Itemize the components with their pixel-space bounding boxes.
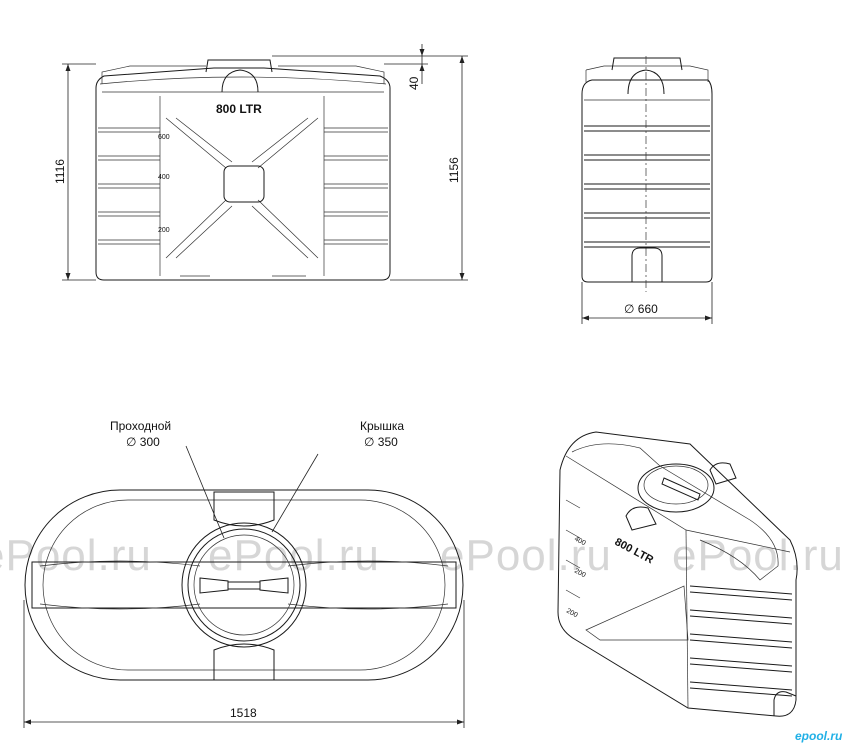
front-shoulder-curve bbox=[99, 76, 387, 85]
front-body-outline bbox=[95, 67, 391, 281]
lid-title: Крышка bbox=[360, 419, 404, 433]
top-view: Проходной ∅ 300 Крышка ∅ 350 1518 bbox=[23, 419, 465, 728]
iso-body-outline bbox=[557, 431, 798, 717]
dim-length-value: 1518 bbox=[230, 706, 257, 720]
dim-diameter-value: ∅ 660 bbox=[624, 302, 658, 316]
front-x-stiffener bbox=[165, 117, 319, 259]
top-handle-band bbox=[31, 561, 457, 609]
top-handle-upper bbox=[213, 491, 275, 527]
lid-grip bbox=[199, 577, 289, 594]
tank-capacity-label: 800 LTR bbox=[216, 102, 262, 116]
iso-level-label-1: 400 bbox=[573, 536, 587, 548]
dim-height-body: 1116 bbox=[53, 63, 96, 281]
front-x-stiffener-inner bbox=[175, 117, 309, 259]
front-lid bbox=[205, 59, 273, 73]
front-center-panel bbox=[223, 165, 265, 203]
dim-lid-height: 40 bbox=[384, 44, 428, 90]
watermark-row: ePool.ru ePool.ru ePool.ru ePool.ru bbox=[0, 531, 844, 580]
top-handle-contours bbox=[39, 560, 449, 610]
dim-height-total-value: 1156 bbox=[447, 157, 461, 183]
lid-outer-circle bbox=[181, 522, 307, 648]
side-top-handles bbox=[585, 65, 709, 82]
lid-leader bbox=[271, 453, 319, 533]
iso-handle-long bbox=[571, 443, 779, 581]
dim-diameter: ∅ 660 bbox=[581, 282, 713, 324]
side-body-outline bbox=[581, 79, 713, 283]
front-view: 800 LTR 600 400 200 1116 1156 40 bbox=[53, 44, 468, 281]
level-label-400: 400 bbox=[158, 174, 170, 181]
iso-lid-grip bbox=[661, 477, 701, 501]
iso-front-edge bbox=[685, 529, 689, 709]
dim-lid-height-value: 40 bbox=[407, 76, 421, 90]
level-label-600: 600 bbox=[158, 134, 170, 141]
iso-lid-outer bbox=[637, 463, 715, 513]
iso-side-panel bbox=[585, 585, 689, 641]
manhole-title: Проходной bbox=[110, 419, 171, 433]
dim-height-body-value: 1116 bbox=[53, 159, 67, 184]
iso-lid-tab-right bbox=[709, 462, 737, 485]
side-view: ∅ 660 bbox=[581, 56, 713, 324]
manhole-leader bbox=[185, 445, 225, 539]
iso-lid-inner bbox=[643, 465, 709, 505]
iso-ribs-front bbox=[689, 585, 793, 697]
watermark-text-4: ePool.ru bbox=[672, 531, 844, 580]
top-outer-outline bbox=[24, 489, 464, 681]
watermark-text-2: ePool.ru bbox=[208, 531, 380, 580]
lid-inner-circle bbox=[187, 528, 301, 642]
brand-logo: epool.ru bbox=[795, 729, 843, 743]
watermark-text-3: ePool.ru bbox=[440, 531, 612, 580]
lid-size: ∅ 350 bbox=[364, 435, 398, 449]
front-ribs-right bbox=[324, 127, 388, 245]
top-handle-lower bbox=[213, 643, 275, 681]
side-lid bbox=[611, 57, 683, 71]
dim-height-total: 1156 bbox=[272, 55, 468, 281]
iso-lid-tab-left bbox=[625, 506, 657, 531]
iso-drain-recess bbox=[773, 691, 797, 716]
front-left-handle bbox=[101, 65, 206, 84]
iso-level-label-2: 200 bbox=[573, 568, 587, 580]
iso-level-label-3: 200 bbox=[565, 608, 579, 620]
manhole-circle bbox=[193, 534, 295, 636]
watermark-text-1: ePool.ru bbox=[0, 531, 152, 580]
front-ribs-left bbox=[98, 127, 160, 245]
side-ribs bbox=[584, 125, 710, 248]
front-right-handle bbox=[278, 65, 385, 84]
level-label-200: 200 bbox=[158, 227, 170, 234]
manhole-size: ∅ 300 bbox=[126, 435, 160, 449]
front-lid-dome bbox=[221, 69, 259, 93]
iso-capacity-label: 800 LTR bbox=[613, 536, 656, 566]
dim-length: 1518 bbox=[23, 600, 465, 728]
iso-ribs-side bbox=[565, 499, 581, 599]
side-drain-recess bbox=[631, 247, 663, 282]
side-lid-dome bbox=[627, 69, 665, 95]
top-inner-outline bbox=[42, 499, 446, 671]
